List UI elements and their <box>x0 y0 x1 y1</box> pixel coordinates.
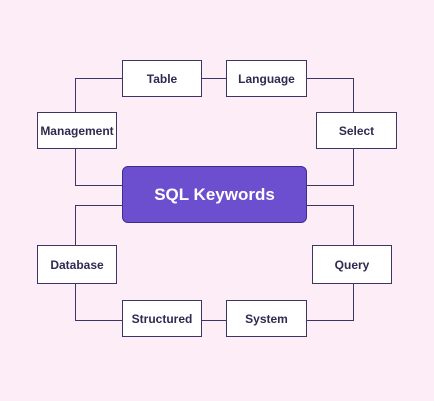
connector-select-center <box>307 149 354 186</box>
node-select: Select <box>316 112 397 149</box>
node-management: Management <box>37 112 117 149</box>
node-table: Table <box>122 60 202 97</box>
node-structured: Structured <box>122 300 202 337</box>
connector-language-select <box>307 78 354 112</box>
node-language: Language <box>226 60 307 97</box>
node-database: Database <box>37 245 117 284</box>
connector-management-center <box>75 149 122 186</box>
node-system: System <box>226 300 307 337</box>
connector-table-management <box>75 78 122 112</box>
node-query: Query <box>312 245 392 284</box>
connector-query-system <box>307 284 354 321</box>
center-node-sql-keywords: SQL Keywords <box>122 166 307 223</box>
connector-center-query <box>307 205 354 245</box>
connector-center-database <box>75 205 122 245</box>
connector-database-structured <box>75 284 122 321</box>
